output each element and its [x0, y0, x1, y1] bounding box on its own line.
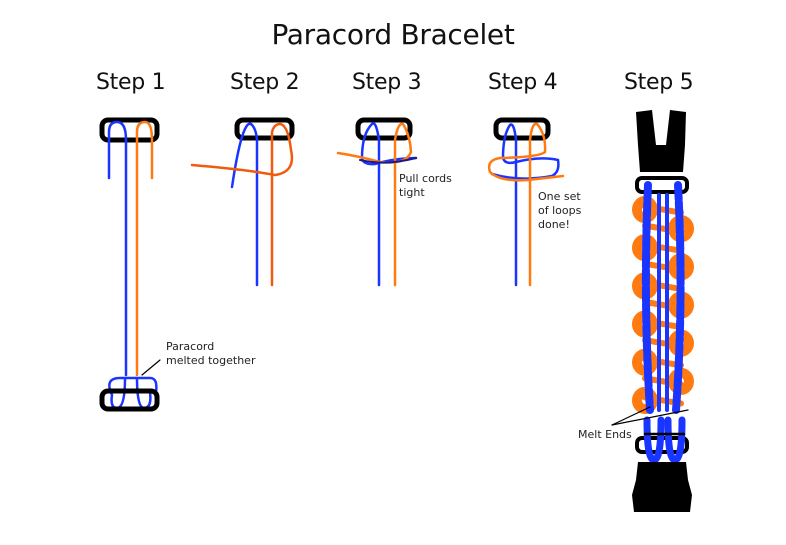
step-3-illustration [336, 117, 418, 287]
orange-bar [642, 241, 684, 254]
orange-cord [336, 122, 413, 287]
blue-cord [107, 120, 128, 377]
step-1-label: Step 1 [96, 70, 166, 95]
buckle-female-end [632, 462, 692, 512]
step-5-illustration [611, 110, 694, 512]
blue-cord [230, 122, 259, 287]
step-2-illustration [190, 117, 295, 287]
blue-core-left [641, 181, 654, 414]
diagram-title: Paracord Bracelet [271, 18, 515, 51]
melted-end-loops [643, 416, 686, 464]
bottom-buckle-slot [99, 388, 160, 412]
navy-crossing [359, 157, 417, 164]
step-1-illustration [99, 117, 161, 412]
orange-bar [642, 337, 684, 350]
step-3-note: Pull cords tight [399, 172, 452, 199]
top-buckle-slot [493, 117, 551, 141]
top-buckle-slot [355, 117, 413, 141]
top-buckle-slot [234, 117, 295, 141]
orange-bar [642, 260, 684, 273]
orange-bar [642, 318, 684, 331]
step-1-note: Paracord melted together [166, 340, 256, 367]
orange-cord [135, 120, 154, 377]
step-4-illustration [487, 117, 565, 287]
pointer-line [141, 359, 161, 376]
orange-bar [642, 299, 684, 311]
blue-center [657, 193, 669, 412]
blue-cord [360, 122, 418, 287]
step-4-label: Step 4 [488, 70, 558, 95]
orange-cord [487, 122, 565, 287]
step-3-label: Step 3 [352, 70, 422, 95]
orange-cord [190, 122, 294, 287]
step-5-label: Step 5 [624, 70, 694, 95]
blue-cord [490, 123, 560, 287]
orange-bar [642, 279, 684, 292]
pointer-line [611, 406, 651, 426]
step-5-note: Melt Ends [578, 428, 632, 441]
step-2-label: Step 2 [230, 70, 300, 95]
pointer-line [611, 409, 689, 426]
orange-bar [642, 222, 684, 235]
top-buckle-slot [635, 176, 689, 194]
blue-core-right [672, 181, 685, 414]
step-4-note: One set of loops done! [538, 190, 582, 231]
cobra-weave [632, 181, 694, 415]
buckle-male-end [636, 110, 686, 172]
top-buckle-slot [99, 117, 160, 143]
